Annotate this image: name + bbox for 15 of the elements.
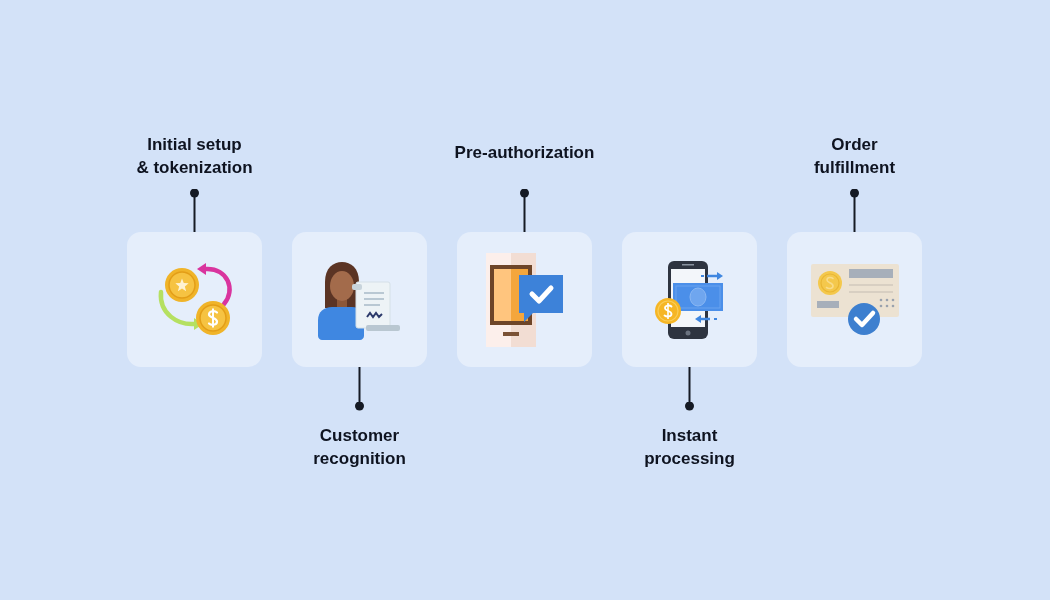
leader-line	[190, 188, 199, 233]
leader-line	[520, 188, 529, 233]
leader-line	[850, 188, 859, 233]
step-label: Initial setup & tokenization	[136, 133, 253, 179]
step-label: Instant processing	[644, 424, 735, 470]
illustration-card	[622, 232, 757, 367]
step-label: Customer recognition	[313, 424, 406, 470]
step-label: Order fulfillment	[813, 133, 896, 179]
leader-line	[685, 366, 694, 411]
illustration-card	[787, 232, 922, 367]
leader-line	[355, 366, 364, 411]
step-label: Pre-authorization	[454, 141, 595, 164]
illustration-card	[292, 232, 427, 367]
illustration-card	[457, 232, 592, 367]
illustration-card	[127, 232, 262, 367]
